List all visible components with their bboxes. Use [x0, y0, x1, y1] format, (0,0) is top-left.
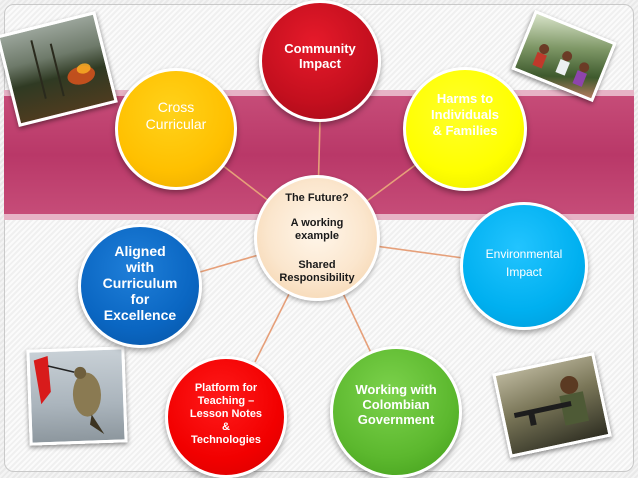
node-environmental-impact: Environmental Impact: [460, 202, 588, 330]
hummingbird-photo: [26, 346, 128, 446]
center-shared-responsibility: Shared Responsibility: [279, 259, 355, 284]
node-platform-for-teaching: Platform for Teaching – Lesson Notes & T…: [165, 356, 287, 478]
node-aligned-with-curriculum: Aligned with Curriculum for Excellence: [78, 224, 202, 348]
node-label: Harms to Individuals & Families: [431, 91, 499, 138]
forest-fire-photo: [0, 11, 118, 127]
node-label: Cross Curricular: [145, 99, 207, 132]
center-working-example: A working example: [290, 217, 344, 242]
forest-fire-graphic: [30, 40, 96, 99]
center-node: The Future? A working example Shared Res…: [254, 175, 380, 301]
people-gathering-graphic: [532, 44, 590, 87]
node-label: Community Impact: [284, 41, 356, 71]
node-label: Working with Colombian Government: [355, 381, 437, 427]
node-harms-to-individuals: Harms to Individuals & Families: [403, 67, 527, 191]
node-working-with-government: Working with Colombian Government: [330, 346, 462, 478]
people-gathering-photo: [511, 9, 617, 103]
node-community-impact: Community Impact: [259, 0, 381, 122]
node-label: Environmental Impact: [485, 247, 563, 279]
node-label: Aligned with Curriculum for Excellence: [102, 243, 178, 323]
child-soldier-graphic: [513, 375, 590, 426]
child-soldier-photo: [492, 352, 612, 458]
node-cross-curricular: Cross Curricular: [115, 68, 237, 190]
center-question: The Future?: [285, 192, 349, 204]
hummingbird-graphic: [33, 356, 105, 435]
node-label: Platform for Teaching – Lesson Notes & T…: [189, 381, 263, 446]
